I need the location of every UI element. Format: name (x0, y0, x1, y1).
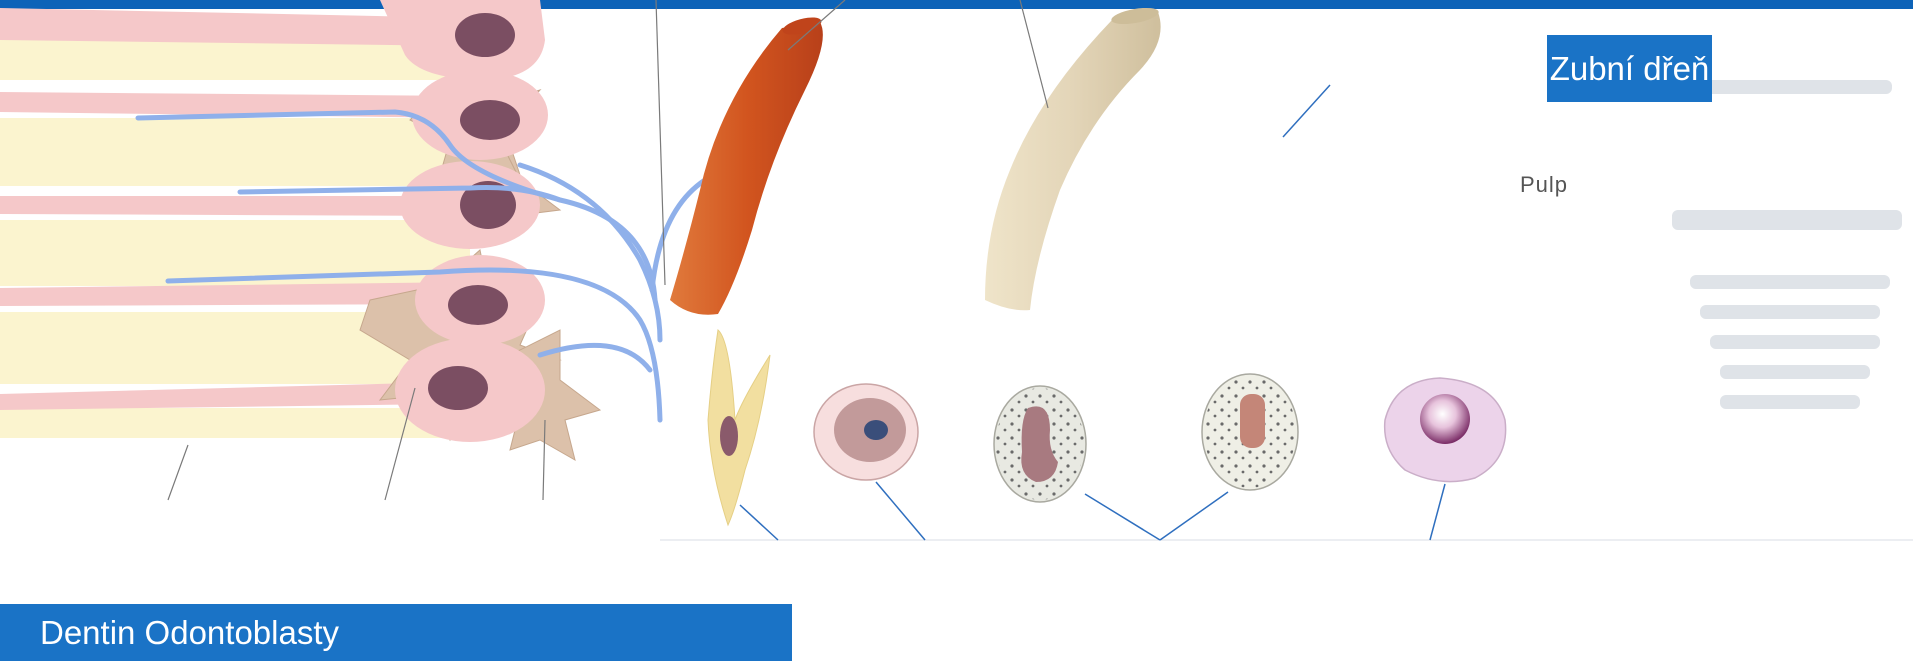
dentin-odontoblasty-label: Dentin Odontoblasty (0, 604, 792, 661)
spindle-nucleus (720, 416, 738, 456)
pulp-callout-line (1283, 85, 1330, 137)
header-bar (0, 0, 1913, 9)
fibroblast-spindle-cell (708, 330, 770, 525)
vein-vessel (985, 12, 1161, 310)
lymphocyte-nucleus (864, 420, 888, 440)
background-ghost-text (1672, 80, 1902, 409)
granulocyte-nucleus-2 (1240, 394, 1265, 448)
cell-callout-lines (660, 482, 1913, 540)
vein-leader-line (1020, 0, 1048, 108)
pulp-label-czech: Zubní dřeň (1547, 35, 1712, 102)
plasma-cell-nucleus (1420, 394, 1470, 444)
pulp-label-english: Pulp (1520, 172, 1568, 198)
artery-vessel (670, 22, 823, 315)
